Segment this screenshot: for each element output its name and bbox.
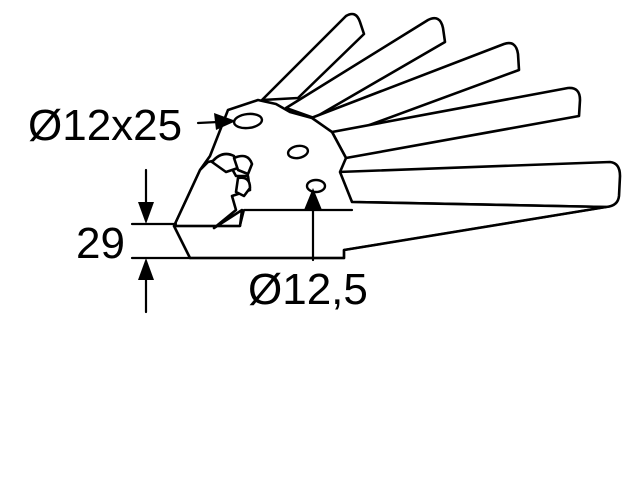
clip-lobes: [210, 152, 254, 198]
fins: [260, 12, 622, 209]
slot-dimension-label: Ø12x25: [28, 101, 182, 150]
fin-5: [336, 160, 622, 209]
slot-leader: [196, 113, 236, 130]
round-hole: [305, 178, 327, 194]
height-dimension-label: 29: [76, 219, 125, 268]
hole-leader: [304, 188, 322, 262]
height-dimension: [130, 168, 192, 314]
fin-3: [304, 41, 521, 140]
small-hole: [286, 144, 310, 160]
fin-4: [330, 86, 582, 160]
slot-hole: [232, 112, 264, 130]
fin-1: [260, 12, 366, 102]
fin-2: [284, 16, 447, 120]
base-details: [172, 154, 608, 260]
hole-dimension-label: Ø12,5: [248, 265, 368, 314]
